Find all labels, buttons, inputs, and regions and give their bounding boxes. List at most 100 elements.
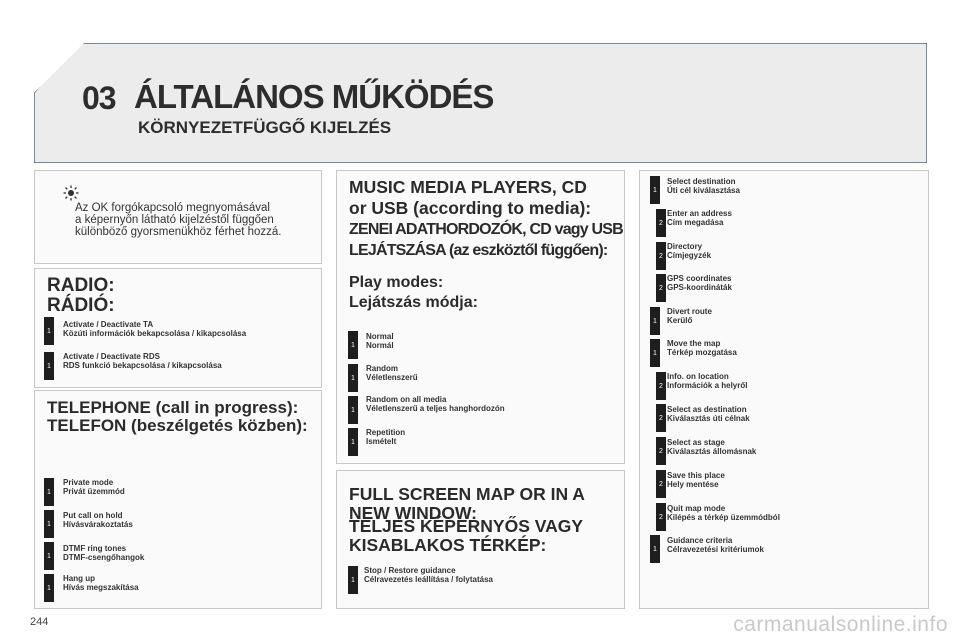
item-label-hu: Normál xyxy=(366,341,394,350)
item-label-hu: Térkép mozgatása xyxy=(667,348,737,357)
item-label-en: Select destination xyxy=(667,177,736,186)
nav-item-save-place[interactable]: Save this place Hely mentése xyxy=(667,471,725,489)
item-label-en: Info. on location xyxy=(667,372,729,381)
item-badge: 2 xyxy=(656,404,666,432)
telephone-item-private[interactable]: Private mode Privát üzemmód xyxy=(63,478,125,496)
item-label-hu: Címjegyzék xyxy=(667,251,712,260)
telephone-item-hangup[interactable]: Hang up Hívás megszakítása xyxy=(63,574,139,592)
item-label-hu: Úti cél kiválasztása xyxy=(667,186,740,195)
map-title-hu-2: KISABLAKOS TÉRKÉP: xyxy=(349,535,547,555)
sun-bulb-icon xyxy=(63,185,79,201)
nav-item-info-location[interactable]: Info. on location Információk a helyről xyxy=(667,372,747,390)
map-title-en-1: FULL SCREEN MAP OR IN A xyxy=(349,484,585,504)
nav-item-move-map[interactable]: Move the map Térkép mozgatása xyxy=(667,339,737,357)
radio-item-ta[interactable]: Activate / Deactivate TA Közúti informác… xyxy=(63,320,246,338)
play-modes-en: Play modes: xyxy=(349,274,444,291)
item-label-en: Select as stage xyxy=(667,438,725,447)
watermark: carmanualsonline.info xyxy=(733,613,948,636)
map-title-en-2: NEW WINDOW: xyxy=(349,503,477,523)
item-label-en: Select as destination xyxy=(667,405,747,414)
item-label-hu: Információk a helyről xyxy=(667,381,748,390)
note-line: különböző gyorsmenükhöz férhet hozzá. xyxy=(75,226,282,238)
item-label-hu: Hely mentése xyxy=(667,480,719,489)
radio-title-en: RADIO: xyxy=(47,275,115,296)
music-item-random-all[interactable]: Random on all media Véletlenszerű a telj… xyxy=(366,395,505,413)
item-badge: 2 xyxy=(656,242,666,270)
item-badge: 1 xyxy=(348,331,358,359)
nav-item-select-as-destination[interactable]: Select as destination Kiválasztás úti cé… xyxy=(667,405,750,423)
item-label-en: Normal xyxy=(366,332,394,341)
item-label-en: Activate / Deactivate RDS xyxy=(63,352,160,361)
item-badge: 2 xyxy=(656,470,666,498)
page-title: ÁLTALÁNOS MŰKÖDÉS xyxy=(134,78,494,115)
radio-box: RADIO: RÁDIÓ: 1 Activate / Deactivate TA… xyxy=(34,268,322,388)
item-badge: 1 xyxy=(650,307,660,335)
item-label-en: Activate / Deactivate TA xyxy=(63,320,154,329)
item-badge: 1 xyxy=(348,566,358,594)
item-label-hu: Cím megadása xyxy=(667,218,724,227)
item-badge: 2 xyxy=(656,372,666,400)
telephone-box: TELEPHONE (call in progress): TELEFON (b… xyxy=(34,390,322,609)
item-badge: 1 xyxy=(348,428,358,456)
item-badge: 1 xyxy=(44,574,54,602)
item-label-hu: Kerülő xyxy=(667,316,693,325)
item-badge: 1 xyxy=(44,478,54,506)
item-label-en: Stop / Restore guidance xyxy=(364,566,456,575)
item-badge: 1 xyxy=(44,317,54,345)
telephone-title-en: TELEPHONE (call in progress): xyxy=(47,398,299,417)
music-title-en-2: or USB (according to media): xyxy=(349,198,592,218)
page-number: 244 xyxy=(30,616,49,628)
music-item-random[interactable]: Random Véletlenszerű xyxy=(366,364,418,382)
note-line: Az OK forgókapcsoló megnyomásával xyxy=(75,202,270,214)
note-line: a képernyőn látható kijelzéstől függően xyxy=(75,214,274,226)
item-label-en: DTMF ring tones xyxy=(63,544,127,553)
radio-item-rds[interactable]: Activate / Deactivate RDS RDS funkció be… xyxy=(63,352,222,370)
item-label-en: Move the map xyxy=(667,339,721,348)
item-label-en: Hang up xyxy=(63,574,95,583)
item-label-hu: Hívás megszakítása xyxy=(63,583,139,592)
item-label-en: GPS coordinates xyxy=(667,274,732,283)
nav-item-divert-route[interactable]: Divert route Kerülő xyxy=(667,307,712,325)
map-title: FULL SCREEN MAP OR IN A NEW WINDOW: TELJ… xyxy=(349,485,585,555)
item-badge: 2 xyxy=(656,274,666,302)
telephone-item-hold[interactable]: Put call on hold Hívásvárakoztatás xyxy=(63,511,133,529)
nav-item-directory[interactable]: Directory Címjegyzék xyxy=(667,242,711,260)
music-box: MUSIC MEDIA PLAYERS, CD or USB (accordin… xyxy=(336,170,625,464)
item-label-hu: Véletlenszerű a teljes hanghordozón xyxy=(366,404,505,413)
music-title-hu-1: ZENEI ADATHORDOZÓK, CD vagy USB xyxy=(349,221,624,238)
item-label-en: Put call on hold xyxy=(63,511,123,520)
item-label-en: Quit map mode xyxy=(667,504,726,513)
nav-item-guidance-criteria[interactable]: Guidance criteria Célravezetési kritériu… xyxy=(667,536,764,554)
note-box: Az OK forgókapcsoló megnyomásával a képe… xyxy=(34,170,322,264)
nav-item-select-destination[interactable]: Select destination Úti cél kiválasztása xyxy=(667,177,740,195)
music-title-hu-2: LEJÁTSZÁSA (az eszköztől függően): xyxy=(349,242,608,259)
item-label-en: Save this place xyxy=(667,471,725,480)
page-subtitle: KÖRNYEZETFÜGGŐ KIJELZÉS xyxy=(138,118,392,137)
item-badge: 2 xyxy=(656,503,666,531)
item-label-hu: Kiválasztás úti célnak xyxy=(667,414,750,423)
nav-item-quit-map-mode[interactable]: Quit map mode Kilépés a térkép üzemmódbó… xyxy=(667,504,780,522)
item-badge: 1 xyxy=(44,352,54,380)
map-item-stop-restore[interactable]: Stop / Restore guidance Célravezetés leá… xyxy=(364,566,493,584)
nav-item-enter-address[interactable]: Enter an address Cím megadása xyxy=(667,209,732,227)
item-label-en: Directory xyxy=(667,242,703,251)
nav-item-gps-coordinates[interactable]: GPS coordinates GPS-koordináták xyxy=(667,274,732,292)
item-label-en: Random xyxy=(366,364,398,373)
music-item-normal[interactable]: Normal Normál xyxy=(366,332,394,350)
item-label-en: Enter an address xyxy=(667,209,732,218)
music-item-repetition[interactable]: Repetition Ismételt xyxy=(366,428,405,446)
item-badge: 1 xyxy=(650,339,660,367)
radio-title-hu: RÁDIÓ: xyxy=(47,294,115,316)
item-label-hu: Hívásvárakoztatás xyxy=(63,520,133,529)
nav-item-select-as-stage[interactable]: Select as stage Kiválasztás állomásnak xyxy=(667,438,756,456)
note-text: Az OK forgókapcsoló megnyomásával a képe… xyxy=(75,202,281,238)
item-badge: 1 xyxy=(650,535,660,563)
telephone-title: TELEPHONE (call in progress): TELEFON (b… xyxy=(47,399,308,435)
item-badge: 2 xyxy=(656,209,666,237)
item-badge: 2 xyxy=(656,437,666,465)
telephone-item-dtmf[interactable]: DTMF ring tones DTMF-csengőhangok xyxy=(63,544,144,562)
map-box: FULL SCREEN MAP OR IN A NEW WINDOW: TELJ… xyxy=(336,470,625,609)
telephone-title-hu: TELEFON (beszélgetés közben): xyxy=(47,415,308,435)
chapter-number: 03 xyxy=(82,80,117,116)
item-label-hu: Privát üzemmód xyxy=(63,487,125,496)
